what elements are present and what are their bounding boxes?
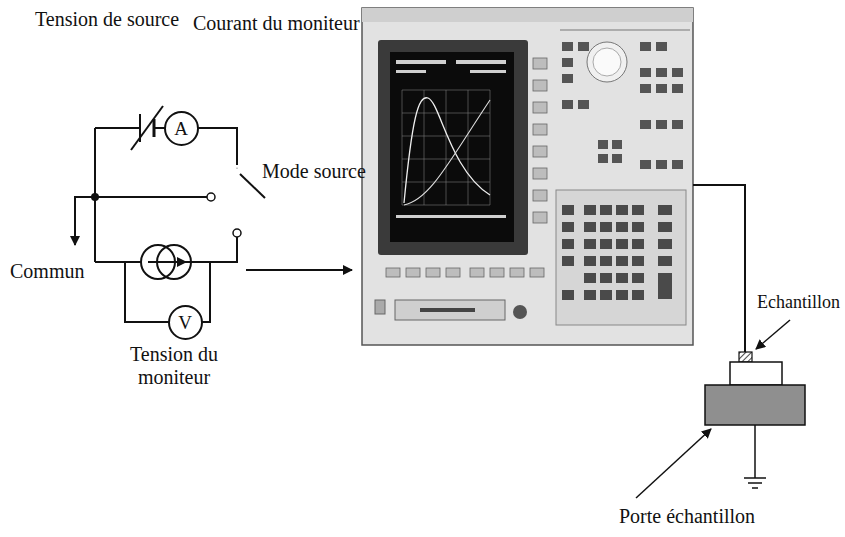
cable [693, 185, 745, 352]
ammeter-symbol: A [164, 111, 199, 146]
symbol-letter: A [174, 119, 188, 138]
current-source-symbol [141, 245, 191, 279]
circuit-wires [95, 128, 265, 322]
voltmeter-symbol: V [168, 305, 203, 340]
symbol-letter: V [178, 313, 192, 332]
sample [739, 352, 752, 362]
leader-arrow [756, 320, 790, 349]
sample-label: Echantillon [757, 292, 840, 313]
monitor-current-label: Courant du moniteur [193, 12, 360, 35]
monitor-voltage-label: Tension du moniteur [122, 343, 226, 389]
leader-arrow [636, 429, 711, 498]
sample-holder-label: Porte échantillon [619, 505, 755, 528]
pointer-arrow [246, 269, 352, 271]
common-label: Commun [10, 260, 84, 283]
holder-top [730, 362, 782, 385]
source-voltage-label: Tension de source [35, 8, 179, 31]
battery-symbol [131, 106, 163, 150]
analyzer-instrument [362, 8, 693, 345]
switch-terminals [207, 168, 241, 237]
ground-symbol [744, 425, 766, 488]
source-mode-label: Mode source [262, 160, 366, 183]
common-arrow [75, 197, 95, 245]
sample-holder [705, 385, 805, 425]
